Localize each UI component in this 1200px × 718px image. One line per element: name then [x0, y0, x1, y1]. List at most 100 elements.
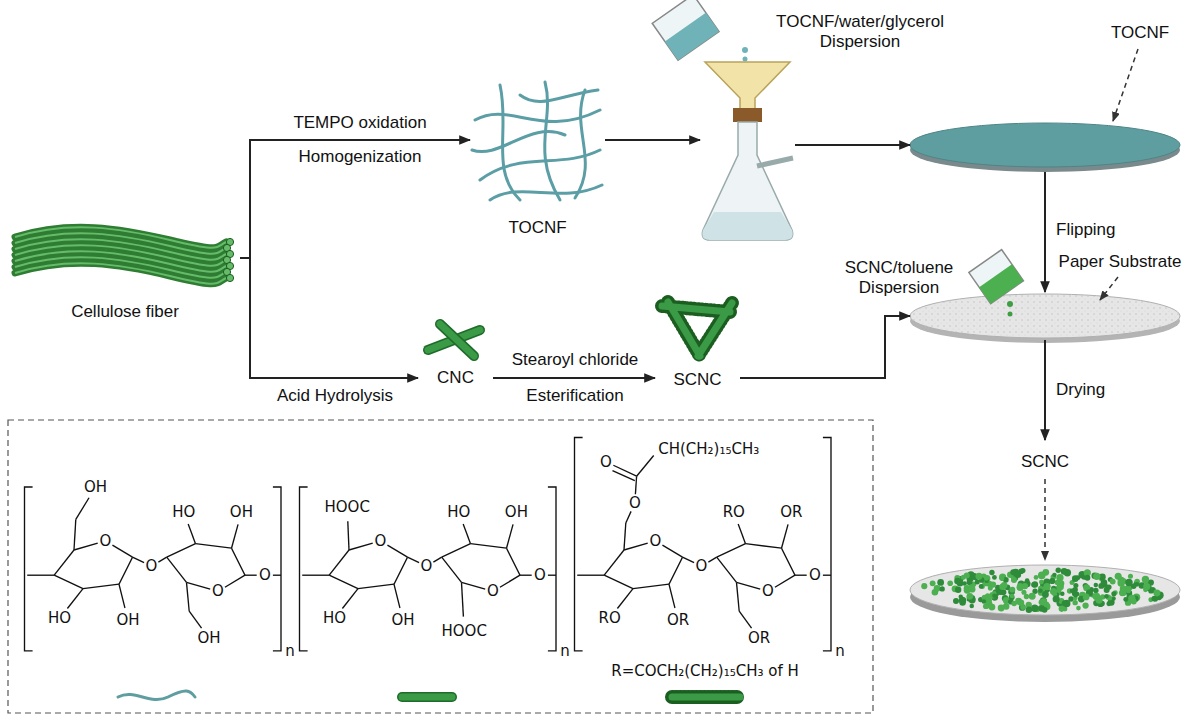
atom-label: OR [667, 611, 689, 629]
bond [463, 524, 470, 544]
scnc-dot [953, 598, 959, 604]
bond [442, 557, 462, 582]
bond [158, 557, 166, 562]
atom-label: OH [230, 503, 253, 521]
scnc-dot [921, 583, 927, 589]
scnc-dot [1104, 594, 1108, 598]
scnc-dot [1009, 594, 1015, 600]
scnc-dot [982, 599, 987, 604]
atom-label: O [762, 582, 774, 600]
scnc-dot [1032, 581, 1038, 587]
bond [408, 557, 420, 563]
scnc-dot [934, 585, 941, 592]
scnc-dot [1059, 606, 1065, 612]
process-note: SCNC/toluene Dispersion [840, 258, 958, 298]
bond [604, 550, 624, 575]
bond [119, 557, 132, 584]
stage-label: SCNC [990, 452, 1100, 472]
scnc-rods [662, 302, 732, 356]
scnc-dot [937, 579, 944, 586]
bond [624, 523, 626, 550]
process-arrow [493, 377, 655, 379]
scnc-dot [1110, 579, 1116, 585]
bond [76, 498, 89, 520]
atom-label: O [100, 532, 112, 550]
bond [462, 582, 464, 616]
scnc-dot [1031, 605, 1038, 612]
bond [462, 582, 486, 589]
bond [708, 557, 716, 562]
scnc-dot [1057, 583, 1064, 590]
bond [302, 575, 329, 576]
scnc-dot [988, 585, 993, 590]
scnc-dot [998, 604, 1005, 611]
atom-label: OR [748, 629, 770, 647]
atom-label: RO [723, 503, 745, 521]
atom-label: O [600, 453, 612, 471]
scnc-dot [1073, 593, 1078, 598]
scnc-dot [940, 586, 945, 591]
scnc-dot [1012, 569, 1019, 576]
bond [500, 575, 520, 587]
scnc-dot [1131, 584, 1136, 589]
atom-label: HOOC [325, 498, 370, 516]
pouring-beaker [969, 250, 1024, 304]
scnc-dot [1017, 583, 1023, 589]
scnc-dot [1043, 583, 1050, 590]
leader-line [1045, 49, 1138, 560]
bond [507, 524, 514, 548]
scnc-dot [1076, 606, 1081, 611]
process-note: Esterification [505, 386, 645, 406]
atom-label: O [534, 566, 546, 584]
scnc-dot [1070, 588, 1074, 592]
scnc-dot [1061, 568, 1068, 575]
bond [358, 584, 394, 589]
scnc-coated-paper [910, 565, 1180, 622]
bond [737, 582, 740, 611]
atom-label: O [375, 532, 387, 550]
bond [225, 575, 245, 587]
step-label: TEMPO oxidation [290, 113, 430, 133]
chemical-structures [25, 438, 832, 651]
step-label: Stearoyl chloride [505, 350, 645, 370]
scnc-dot [1056, 567, 1061, 572]
bond [232, 524, 239, 548]
atom-label: OR [780, 503, 802, 521]
bond [387, 545, 407, 557]
bracket [823, 438, 831, 651]
bond [507, 548, 521, 575]
step-label: Acid Hydrolysis [270, 386, 400, 406]
process-stage: SCNC [655, 298, 740, 390]
tocnf-film [910, 123, 1180, 172]
process-arrow [1044, 340, 1046, 440]
bond [669, 557, 683, 584]
scnc-dot [966, 593, 973, 600]
bond [245, 575, 257, 576]
scnc-dot [985, 593, 990, 598]
bond [739, 611, 751, 628]
scnc-dot [989, 604, 996, 611]
atom-label: O [650, 532, 662, 550]
bond [604, 575, 633, 589]
drop [742, 47, 748, 53]
stage-label: CNC [418, 368, 493, 388]
step-label: Flipping [1056, 220, 1136, 240]
scnc-dot [1016, 584, 1023, 591]
bracket [548, 487, 556, 651]
scnc-dot [958, 594, 963, 599]
bond [187, 582, 190, 611]
bond [617, 589, 633, 609]
bond [133, 557, 145, 563]
process-stage: CNC [418, 318, 493, 390]
scnc-dot [959, 599, 965, 605]
atom-label: OH [197, 629, 220, 647]
scnc-dot [1128, 574, 1133, 579]
process-arrow [1044, 172, 1046, 292]
scnc-dot [1031, 582, 1036, 587]
scnc-dot [1052, 573, 1056, 577]
scnc-dot [1029, 593, 1036, 600]
process-arrow [605, 139, 700, 141]
scnc-dot [1034, 575, 1039, 580]
scnc-dot [1049, 578, 1055, 584]
bracket [273, 487, 281, 651]
